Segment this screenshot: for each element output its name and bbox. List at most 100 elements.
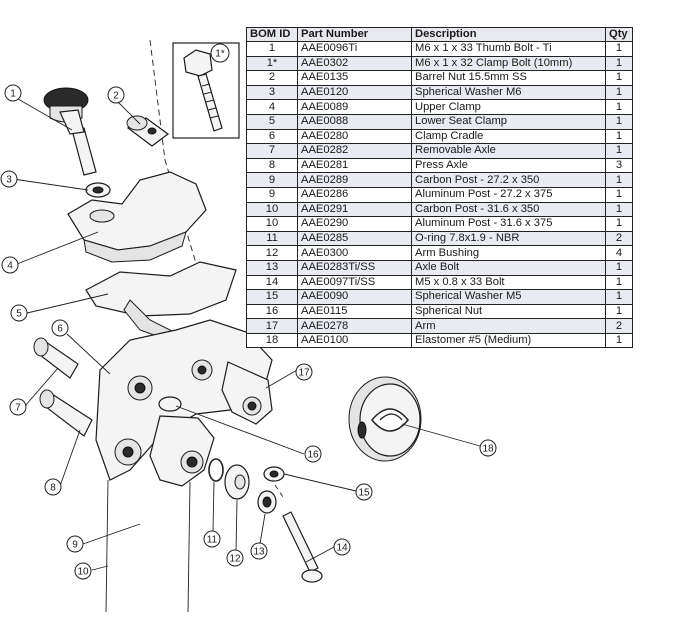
bom-cell-part-number: AAE0286: [297, 186, 412, 203]
callout-16: 16: [304, 445, 322, 463]
bom-cell-qty: 1: [605, 186, 633, 203]
leader-10: [91, 565, 109, 571]
bom-cell-part-number: AAE0088: [297, 113, 412, 130]
callout-label: 6: [57, 324, 63, 335]
bom-cell-part-number: AAE0096Ti: [297, 41, 412, 57]
bom-cell-id: 10: [246, 216, 298, 232]
bom-cell-id: 17: [246, 318, 298, 334]
leader-9: [82, 523, 141, 545]
post-line-b: [187, 481, 191, 613]
bom-cell-description: Spherical Washer M5: [411, 289, 606, 305]
leader-3: [12, 178, 89, 191]
bom-cell-description: O-ring 7.8x1.9 - NBR: [411, 230, 606, 247]
bom-cell-description: Aluminum Post - 27.2 x 375: [411, 186, 606, 203]
bom-cell-description: Barrel Nut 15.5mm SS: [411, 70, 606, 86]
callout-13: 13: [250, 542, 268, 560]
bom-cell-qty: 1: [605, 41, 633, 57]
callout-label: 17: [298, 368, 310, 379]
lower-seat-clamp-part: [85, 261, 237, 341]
leader-6: [66, 333, 111, 375]
bom-cell-id: 10: [246, 201, 298, 218]
callout-label: 12: [229, 554, 241, 565]
elastomer-part: [348, 376, 422, 462]
leader-18: [401, 423, 481, 447]
bom-cell-part-number: AAE0097Ti/SS: [297, 274, 412, 291]
callout-label: 16: [307, 450, 319, 461]
bom-cell-part-number: AAE0300: [297, 245, 412, 261]
leader-1: [17, 98, 73, 131]
callout-8: 8: [44, 478, 62, 496]
bom-cell-id: 12: [246, 245, 298, 261]
bom-cell-qty: 1: [605, 332, 633, 349]
bom-cell-id: 5: [246, 113, 298, 130]
bom-cell-description: Upper Clamp: [411, 99, 606, 115]
callout-label: 5: [16, 309, 22, 320]
bom-cell-id: 9: [246, 172, 298, 188]
leader-11: [212, 481, 215, 533]
bom-cell-qty: 1: [605, 259, 633, 276]
callout-5: 5: [10, 304, 28, 322]
bom-cell-id: 2: [246, 70, 298, 86]
bom-cell-qty: 1: [605, 70, 633, 86]
bom-cell-part-number: AAE0283Ti/SS: [297, 259, 412, 276]
m5-bolt-part: [282, 511, 323, 583]
bom-cell-part-number: AAE0278: [297, 318, 412, 334]
removable-axle-part: [33, 337, 79, 379]
callout-9: 9: [66, 535, 84, 553]
leader-8: [59, 429, 81, 487]
spherical-washer-part: [85, 182, 111, 198]
leader-5: [26, 293, 109, 314]
bom-cell-description: M5 x 0.8 x 33 Bolt: [411, 274, 606, 291]
bom-cell-part-number: AAE0291: [297, 201, 412, 218]
leader-17: [265, 369, 298, 389]
bom-cell-qty: 1: [605, 274, 633, 291]
bom-cell-qty: 4: [605, 245, 633, 261]
callout-6: 6: [51, 319, 69, 337]
bom-cell-part-number: AAE0282: [297, 143, 412, 159]
leader-13: [259, 513, 266, 545]
callout-10: 10: [74, 562, 92, 580]
bom-cell-id: 6: [246, 128, 298, 145]
callout-11: 11: [203, 530, 221, 548]
upper-clamp-part: [67, 171, 207, 263]
bom-cell-id: 13: [246, 259, 298, 276]
bom-cell-description: Axle Bolt: [411, 259, 606, 276]
bom-cell-part-number: AAE0289: [297, 172, 412, 188]
bom-cell-id: 3: [246, 84, 298, 101]
bom-cell-qty: 1: [605, 84, 633, 101]
callout-label: 3: [6, 175, 12, 186]
o-ring-part: [208, 458, 224, 482]
bom-cell-qty: 1: [605, 143, 633, 159]
bom-cell-description: Removable Axle: [411, 143, 606, 159]
callout-1-star: 1*: [210, 43, 230, 63]
header-description: Description: [411, 27, 606, 42]
leader-12: [235, 499, 238, 552]
callout-label: 18: [482, 444, 494, 455]
bom-cell-description: Clamp Cradle: [411, 128, 606, 145]
barrel-nut-part: [126, 115, 170, 147]
callout-label: 8: [50, 483, 56, 494]
leader-16: [175, 405, 305, 455]
bom-cell-part-number: AAE0281: [297, 157, 412, 174]
bom-cell-id: 4: [246, 99, 298, 115]
bom-cell-qty: 1: [605, 216, 633, 232]
bom-cell-qty: 1: [605, 99, 633, 115]
bom-cell-qty: 2: [605, 318, 633, 334]
callout-label: 14: [336, 543, 348, 554]
bom-cell-description: Lower Seat Clamp: [411, 113, 606, 130]
bom-cell-part-number: AAE0090: [297, 289, 412, 305]
